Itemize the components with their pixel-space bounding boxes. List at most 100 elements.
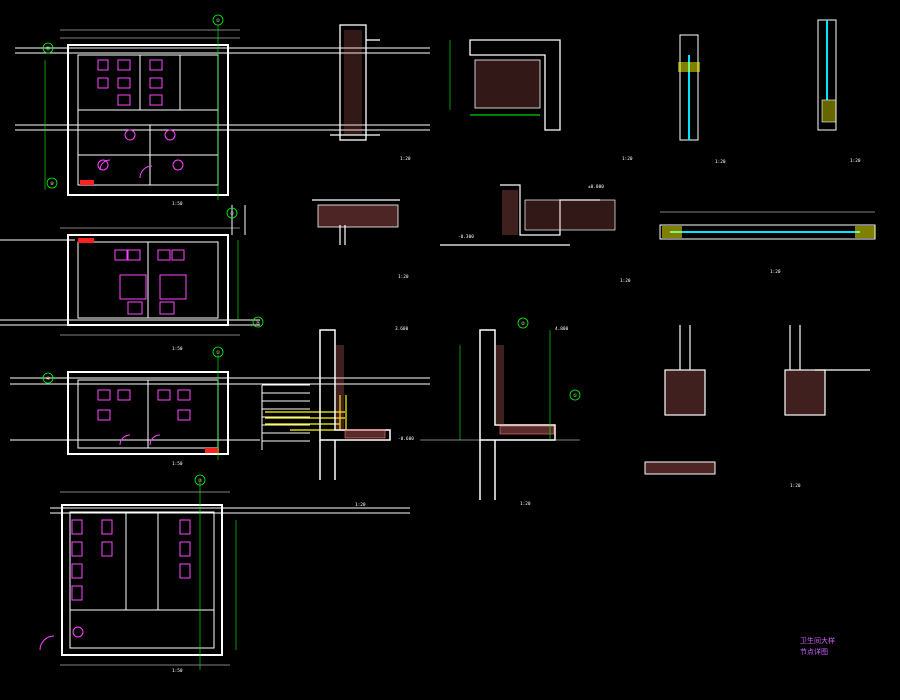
level-mark: ±0.000 <box>588 184 604 190</box>
toilet-plan-4 <box>39 480 410 670</box>
toilet-stall <box>101 541 113 557</box>
scale-mark: 1:20 <box>850 158 861 164</box>
accent-marker <box>80 180 94 185</box>
node-detail-1 <box>664 325 706 416</box>
toilet-stall <box>157 389 171 401</box>
hatched-block <box>784 369 826 416</box>
toilet-bowl <box>97 159 109 171</box>
axis-bubble-label: ① <box>573 394 577 399</box>
scale-mark: 1:20 <box>620 278 631 284</box>
level-mark: 4.800 <box>555 326 569 332</box>
hatched-wall <box>496 345 504 425</box>
sill-block <box>821 99 837 123</box>
toilet-stall <box>179 541 191 557</box>
axis-bubble-circle <box>42 42 54 54</box>
door-swing <box>39 635 55 651</box>
axis-bubble-circle <box>212 346 224 358</box>
node-detail-2 <box>784 325 870 416</box>
toilet-plan-3 <box>10 355 430 460</box>
scale-mark: 1:20 <box>400 156 411 162</box>
window-elevation <box>659 211 876 240</box>
node-detail-3 <box>644 461 716 475</box>
axis-bubble-label: ⑦ <box>198 479 202 484</box>
stamp-line-1: 卫生间大样 <box>800 637 835 645</box>
hatched-wall <box>344 30 362 135</box>
plan-outer-wall <box>67 234 229 326</box>
scale-mark: 1:20 <box>520 501 531 507</box>
floor-section-1 <box>312 199 400 245</box>
accent-marker <box>78 238 94 243</box>
toilet-stall <box>97 389 111 401</box>
toilet-stall <box>117 389 131 401</box>
axis-bubble-circle <box>252 316 264 328</box>
axis-bubble-label: ① <box>216 19 220 24</box>
toilet-stall <box>101 519 113 535</box>
plan-inner-wall <box>69 511 215 649</box>
toilet-stall <box>71 585 83 601</box>
section-wall <box>469 39 561 131</box>
hatched-slab <box>344 429 386 439</box>
toilet-stall <box>149 59 163 71</box>
axis-bubble-circle <box>194 474 206 486</box>
axis-bubble-label: Ⓐ <box>256 319 261 326</box>
toilet-stall <box>97 77 109 89</box>
toilet-stall <box>119 274 147 300</box>
stall-fixtures <box>97 389 191 446</box>
scale-mark: 1:20 <box>790 483 801 489</box>
stamp-line-2: 节点详图 <box>800 648 828 656</box>
toilet-stall <box>71 563 83 579</box>
axis-bubble-circle <box>569 389 581 401</box>
toilet-stall <box>157 249 171 261</box>
axis-bubble-label: Ⓑ <box>46 45 51 52</box>
axis-bubble-circle <box>46 177 58 189</box>
window-section-2 <box>817 19 837 131</box>
door-swing <box>139 165 153 179</box>
washbasin <box>124 129 136 141</box>
scale-mark: 1:50 <box>172 668 183 674</box>
stair-section <box>261 329 391 480</box>
stall-fixtures <box>114 249 187 315</box>
level-mark: 3.600 <box>395 326 409 332</box>
toilet-plan-2 <box>0 205 260 336</box>
toilet-stall <box>179 519 191 535</box>
door-swing <box>119 434 131 446</box>
scale-mark: 1:20 <box>398 274 409 280</box>
toilet-stall <box>159 301 175 315</box>
drawing-stamp: 卫生间大样 节点详图 <box>800 636 835 658</box>
axis-bubble-circle <box>42 372 54 384</box>
hatched-slab <box>644 461 716 475</box>
hatched-wall <box>336 345 344 430</box>
axis-bubble-label: ② <box>521 322 525 327</box>
toilet-stall <box>177 409 191 421</box>
toilet-stall <box>117 77 131 89</box>
axis-bubble-circle <box>212 14 224 26</box>
axis-bubble-label: ② <box>230 212 234 217</box>
plan-outer-wall <box>67 44 229 196</box>
hatched-block <box>664 369 706 416</box>
hatched-slab <box>524 199 616 231</box>
door-swing <box>149 434 161 446</box>
level-mark: -0.600 <box>398 436 414 442</box>
axis-bubble-circle <box>226 207 238 219</box>
hatched-slab <box>499 425 555 435</box>
accent-marker <box>205 448 219 453</box>
washbasin <box>164 129 176 141</box>
toilet-stall <box>177 389 191 401</box>
sill-block <box>678 62 700 72</box>
scale-mark: 1:50 <box>172 201 183 207</box>
toilet-stall <box>97 409 111 421</box>
toilet-stall <box>71 541 83 557</box>
toilet-stall <box>127 249 141 261</box>
frame-block <box>855 226 875 238</box>
toilet-stall <box>117 94 131 106</box>
stall-fixtures <box>97 59 184 179</box>
wall-detail-1 <box>330 24 380 141</box>
section-wall <box>339 24 367 141</box>
toilet-stall <box>127 301 143 315</box>
door-swing <box>99 159 111 171</box>
scale-mark: 1:20 <box>622 156 633 162</box>
window-section-1 <box>678 34 700 141</box>
